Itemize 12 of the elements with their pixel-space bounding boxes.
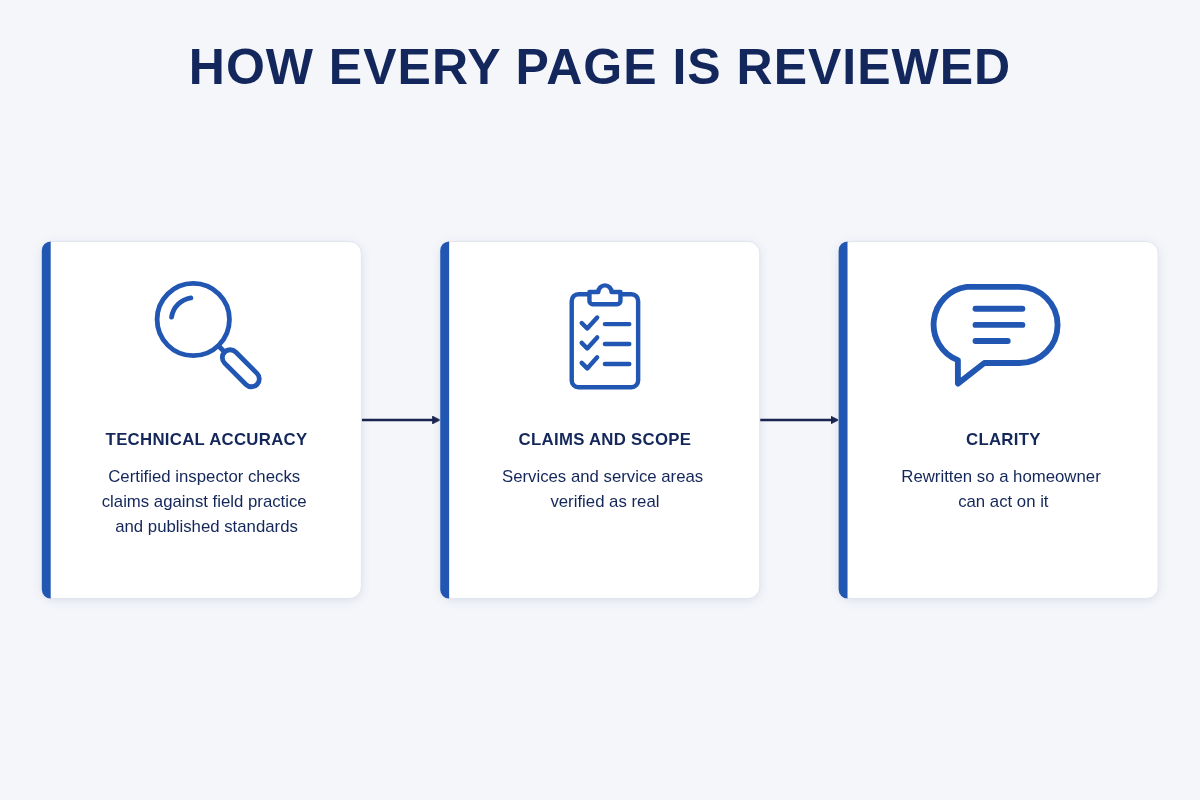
card-description: Certified inspector checks claims against field practice and published standards [101,466,308,536]
card-heading: CLAIMS AND SCOPE [518,429,692,449]
process-card [41,241,362,599]
arrow [759,415,840,425]
diagram-title: HOW EVERY PAGE IS REVIEWED [188,39,1012,95]
process-card [838,241,1159,599]
card-description: Services and service areas verified as real [501,466,705,511]
arrow [361,415,441,425]
card-heading: TECHNICAL ACCURACY [105,429,308,449]
process-card [439,241,761,599]
card-heading: CLARITY [965,429,1041,449]
card-description: Rewritten so a homeowner can act on it [901,466,1102,511]
